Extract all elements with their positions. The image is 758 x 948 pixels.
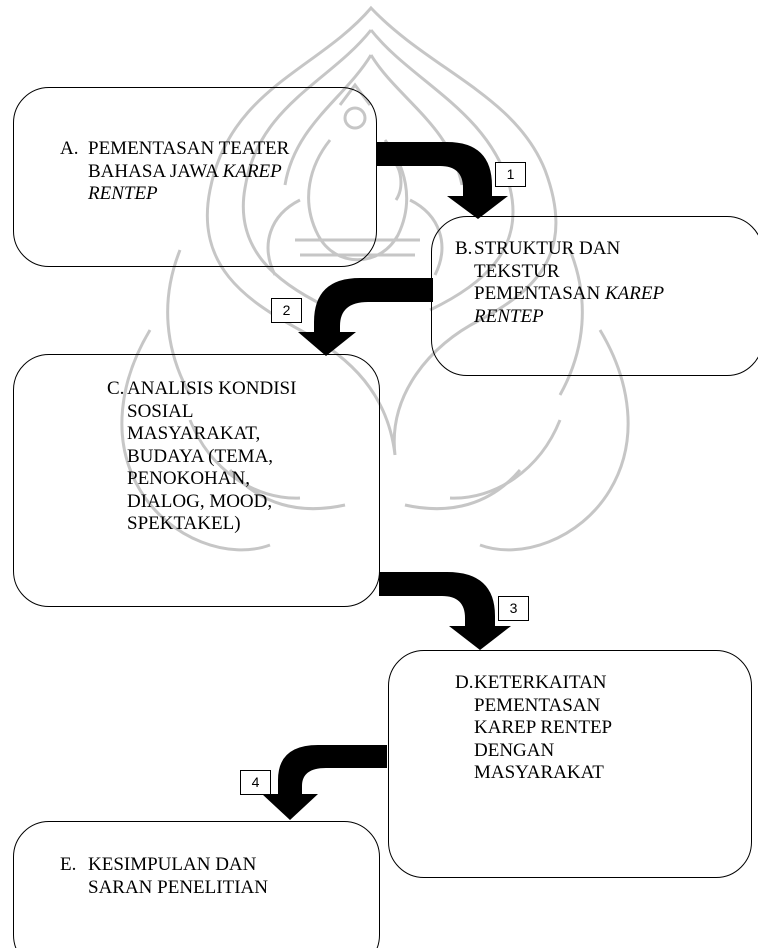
step-text-line: SOSIAL (127, 400, 194, 422)
step-text-line: PENOKOHAN, (127, 468, 250, 489)
step-text-line: MASYARAKAT (474, 762, 604, 783)
step-box-b (431, 216, 758, 376)
step-text-line: KESIMPULAN DAN (88, 854, 257, 875)
step-text-line: BAHASA JAWA KAREP (88, 160, 282, 182)
step-text-line: PEMENTASAN KAREP (474, 283, 665, 304)
arrow-1 (376, 142, 508, 219)
step-text-line: STRUKTUR DAN (474, 238, 621, 259)
arrow-3 (379, 572, 511, 650)
connector-label-3: 3 (498, 596, 529, 621)
step-text-line: KETERKAITAN (474, 672, 607, 693)
step-letter: D. (455, 672, 474, 693)
step-box-e (13, 821, 380, 948)
step-text-line: PEMENTASAN (474, 694, 601, 716)
step-text-line: BUDAYA (TEMA, (127, 445, 274, 467)
step-text-line: ANALISIS KONDISI (127, 378, 297, 399)
connector-label-2: 2 (271, 298, 302, 323)
step-text-line: DENGAN (474, 739, 555, 761)
step-text-line: RENTEP (474, 305, 544, 327)
step-text-line: PEMENTASAN TEATER (88, 138, 290, 159)
step-box-c (13, 354, 380, 607)
step-text-line: SPEKTAKEL) (127, 513, 241, 534)
step-letter: B. (455, 238, 473, 259)
connector-label-4: 4 (240, 770, 271, 795)
step-box-d (388, 650, 752, 878)
step-text-line: DIALOG, MOOD, (127, 490, 273, 512)
arrow-4 (262, 745, 387, 820)
step-text-line: RENTEP (88, 183, 158, 204)
step-box-a (13, 87, 377, 267)
connector-label-1: 1 (495, 162, 526, 187)
step-letter: A. (60, 138, 79, 159)
step-text-line: MASYARAKAT, (127, 423, 261, 444)
step-text-line: KAREP RENTEP (474, 717, 613, 738)
arrow-2 (298, 278, 433, 356)
step-letter: C. (107, 378, 125, 399)
step-text-line: SARAN PENELITIAN (88, 876, 268, 898)
step-letter: E. (60, 854, 77, 875)
step-text-line: TEKSTUR (474, 260, 560, 282)
